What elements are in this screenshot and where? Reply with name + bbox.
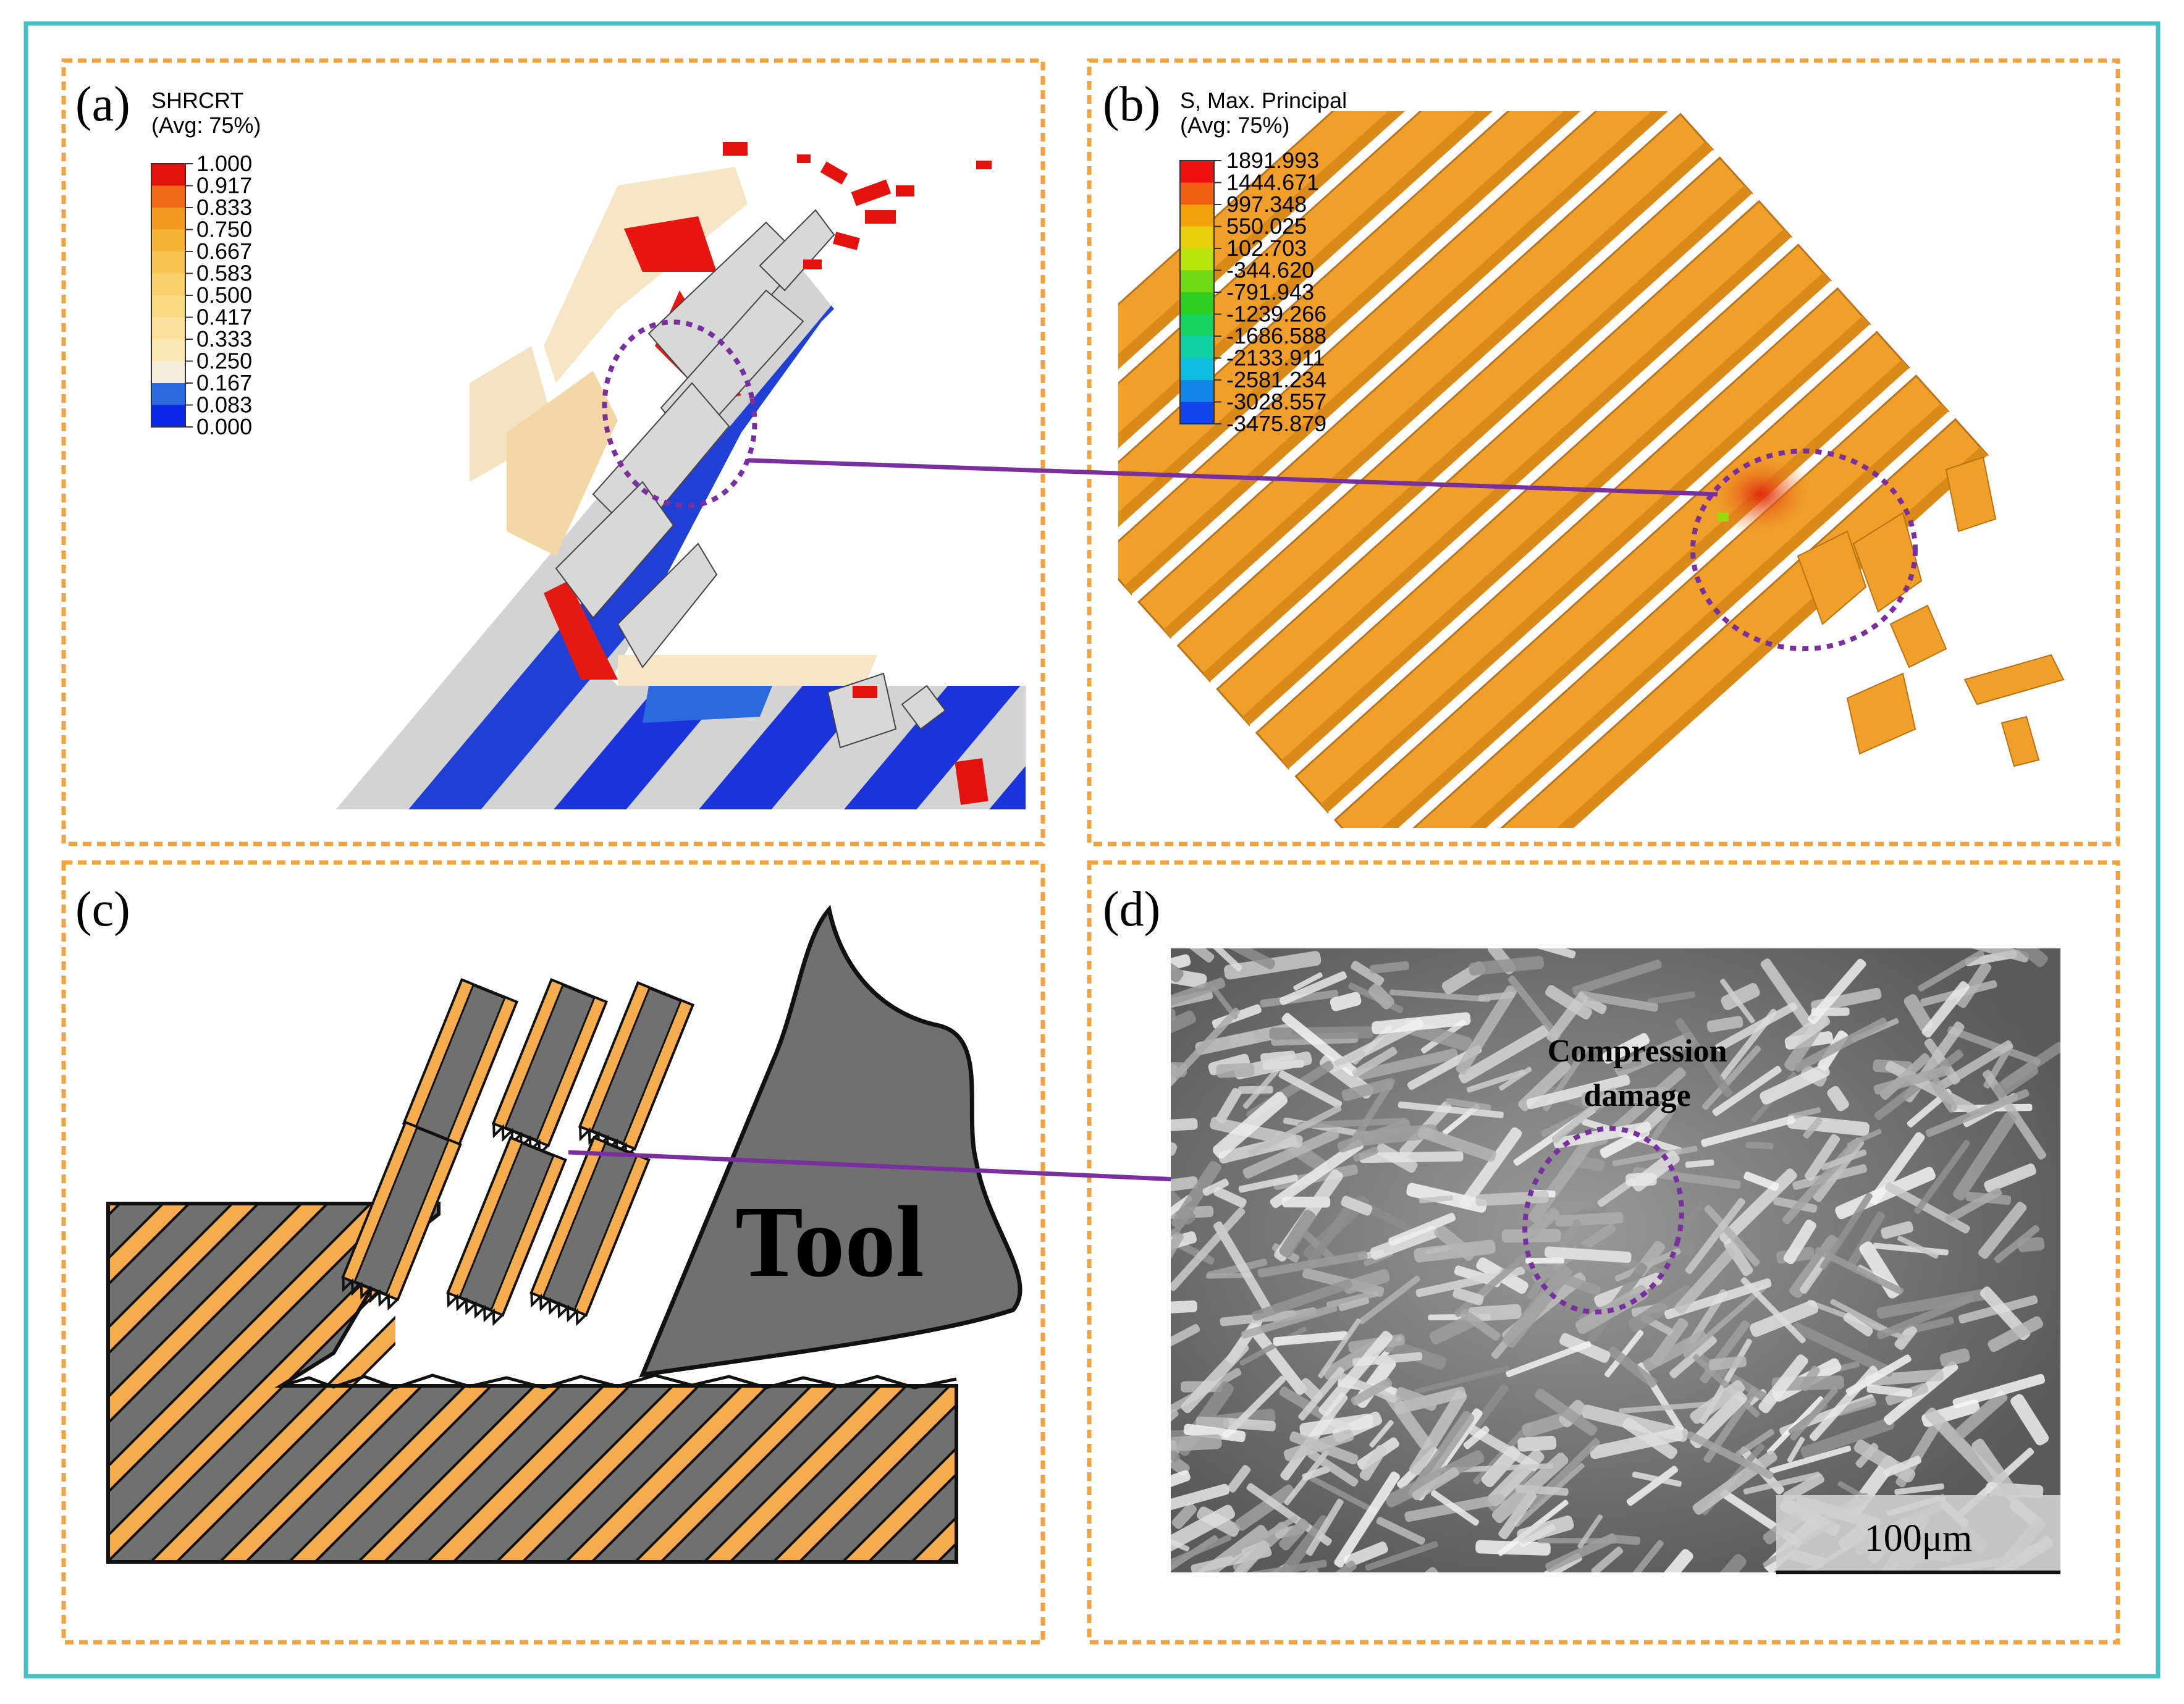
legend-a-tick-label: 1.000 [196,151,252,176]
legend-b-swatch [1180,336,1214,358]
legend-a: 1.0000.9170.8330.7500.6670.5830.5000.417… [151,151,252,439]
legend-a-tick-label: 0.167 [196,370,252,395]
legend-b-swatch [1180,182,1214,205]
fiber-bars-b [1118,111,1991,828]
legend-b-tick-label: -791.943 [1226,279,1314,305]
legend-a-swatch [151,317,185,339]
legend-a-tick-label: 0.583 [196,261,252,286]
legend-a-swatch [151,273,185,295]
legend-a-swatch [151,339,185,361]
legend-b-swatch [1180,292,1214,314]
legend-a-swatch [151,405,185,427]
legend-a-tick-label: 0.000 [196,414,252,439]
legend-a-tick-label: 0.417 [196,305,252,330]
legend-a-swatch [151,383,185,405]
outer-frame [23,21,2161,1679]
legend-b-subtitle: (Avg: 75%) [1180,112,1289,138]
leader-a-to-b [747,458,1718,497]
legend-a-swatch [151,361,185,383]
legend-b-tick-label: 102.703 [1226,235,1307,261]
scale-bar-box [1776,1495,2060,1572]
legend-b-swatch [1180,314,1214,336]
panel-d-label: (d) [1103,882,1160,937]
legend-a-swatch [151,229,185,251]
panel-b-stress [1118,111,2065,828]
legend-b-tick-label: 1444.671 [1226,170,1319,195]
legend-b-swatch [1180,270,1214,292]
highlight-ellipse-d [1522,1126,1684,1315]
legend-b-swatch [1180,226,1214,248]
tensile-hotspot [1705,451,1816,538]
legend-b-tick-label: -2581.234 [1226,367,1326,392]
legend-b-swatch [1180,205,1214,227]
legend-b-tick-label: -1686.588 [1226,323,1326,348]
legend-a-subtitle: (Avg: 75%) [151,112,261,138]
legend-b-title: S, Max. Principal [1180,88,1347,113]
panel-borders [61,58,2120,1645]
legend-a-tick-label: 0.750 [196,217,252,242]
panel-a-contour [111,130,1026,809]
panel-c-label: (c) [75,882,130,937]
panel-c-border [61,860,1045,1645]
legend-a-tick-label: 0.250 [196,348,252,374]
legend-a-swatch [151,208,185,230]
legend-a-swatch [151,185,185,208]
highlight-ellipse-b [1690,449,1918,651]
legend-b-tick-label: -1239.266 [1226,302,1326,327]
scale-bar-label: 100μm [1865,1517,1972,1559]
legend-a-swatch [151,164,185,186]
legend-b-tick-label: 1891.993 [1226,148,1319,173]
legend-a-swatch [151,295,185,318]
legend-b-tick-label: -3028.557 [1226,389,1326,415]
legend-a-title: SHRCRT [151,88,243,113]
legend-b-swatch [1180,380,1214,402]
panel-a-border [61,58,1045,846]
legend-a-tick-label: 0.500 [196,282,252,308]
panel-b-label: (b) [1103,77,1160,132]
legend-b-swatch [1180,161,1214,183]
legend-b-tick-label: 550.025 [1226,214,1307,239]
legend-a-tick-label: 0.833 [196,195,252,220]
red-fragments-a [723,142,992,805]
legend-a-tick-label: 0.083 [196,392,252,418]
cutting-tool [639,905,1022,1378]
highlight-ellipse-a [602,319,757,508]
legend-a-tick-label: 0.667 [196,238,252,264]
legend-b-swatch [1180,248,1214,271]
legend-b: 1891.9931444.671997.348550.025102.703-34… [1179,148,1326,436]
legend-a-tick-label: 0.917 [196,173,252,198]
tool-label: Tool [735,1185,924,1298]
sem-annotation-line1: Compression [1548,1034,1727,1069]
legend-b-swatch [1180,358,1214,380]
panel-d-border [1087,860,2120,1645]
sem-annotation-line2: damage [1583,1078,1690,1113]
legend-b-swatch [1180,402,1214,424]
legend-a-swatch [151,251,185,274]
panel-a-label: (a) [75,77,130,132]
legend-b-tick-label: -2133.911 [1226,345,1325,371]
chip-fragments-a [555,209,947,749]
panel-b-border [1087,58,2120,846]
chips-c [341,978,695,1327]
legend-b-tick-label: 997.348 [1226,192,1307,217]
legend-b-tick-label: -3475.879 [1226,411,1326,436]
legend-a-tick-label: 0.333 [196,326,252,352]
legend-b-tick-label: -344.620 [1226,258,1314,283]
